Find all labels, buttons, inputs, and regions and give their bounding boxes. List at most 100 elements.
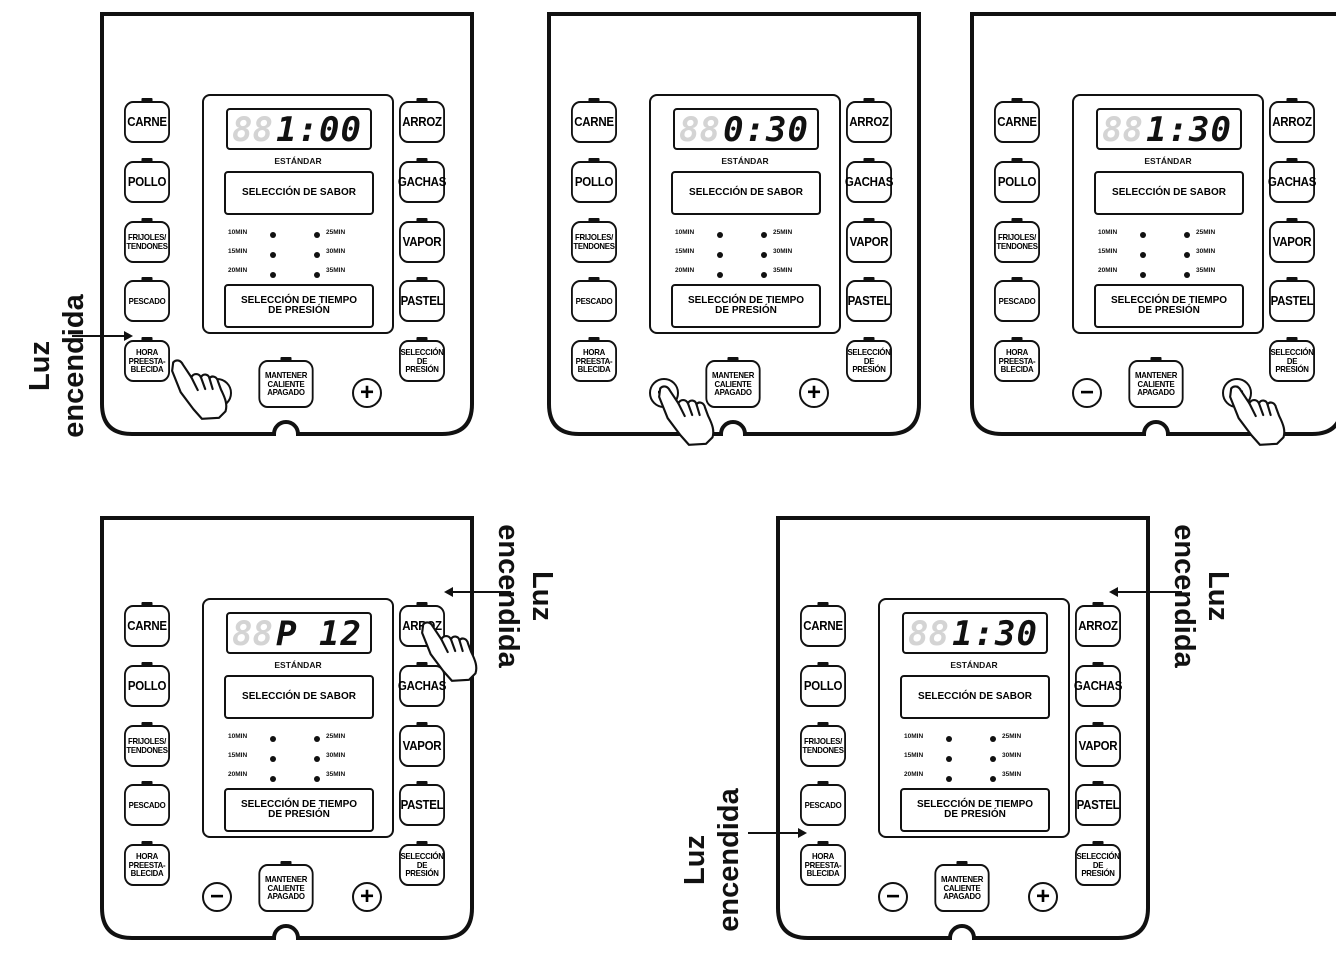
flavor-select-button[interactable]: SELECCIÓN DE SABOR [224, 675, 374, 719]
minute-indicator-dot [270, 252, 276, 258]
button-vapor[interactable]: VAPOR [1269, 218, 1315, 263]
plus-button[interactable]: + [352, 882, 382, 912]
button-pescado[interactable]: PESCADO [994, 277, 1040, 322]
button-seleccion[interactable]: SELECCIÓN DE PRESIÓN [399, 337, 445, 382]
button-pollo[interactable]: POLLO [800, 662, 846, 707]
button-vapor[interactable]: VAPOR [846, 218, 892, 263]
minute-label-left: 15MIN [675, 248, 695, 255]
button-hora[interactable]: HORA PREESTA- BLECIDA [571, 337, 617, 382]
pressure-time-select-button[interactable]: SELECCIÓN DE TIEMPO DE PRESIÓN [671, 284, 821, 328]
keep-warm-off-button[interactable]: MANTENER CALIENTE APAGADO [1128, 357, 1184, 408]
button-pastel[interactable]: PASTEL [399, 277, 445, 322]
callout-arrow [1109, 587, 1118, 597]
button-gachas[interactable]: GACHAS [845, 158, 893, 203]
button-pastel[interactable]: PASTEL [1075, 781, 1121, 826]
button-hora[interactable]: HORA PREESTA- BLECIDA [124, 337, 170, 382]
button-seleccion[interactable]: SELECCIÓN DE PRESIÓN [846, 337, 892, 382]
flavor-select-button[interactable]: SELECCIÓN DE SABOR [900, 675, 1050, 719]
button-gachas[interactable]: GACHAS [398, 662, 446, 707]
button-arroz[interactable]: ARROZ [846, 98, 892, 143]
button-pescado[interactable]: PESCADO [571, 277, 617, 322]
button-frijoles[interactable]: FRIJOLES/ TENDONES [994, 218, 1040, 263]
lcd-readout: 0:30 [723, 110, 809, 150]
button-pastel[interactable]: PASTEL [1269, 277, 1315, 322]
minute-label-right: 35MIN [773, 267, 793, 274]
plus-button[interactable]: + [352, 378, 382, 408]
minute-label-right: 35MIN [1196, 267, 1216, 274]
button-carne[interactable]: CARNE [124, 98, 170, 143]
minute-indicator-dot [1184, 232, 1190, 238]
button-seleccion[interactable]: SELECCIÓN DE PRESIÓN [1075, 841, 1121, 886]
minus-button[interactable]: − [878, 882, 908, 912]
plus-button[interactable]: + [799, 378, 829, 408]
standard-label: ESTÁNDAR [950, 660, 998, 670]
minute-label-left: 10MIN [904, 733, 924, 740]
button-hora[interactable]: HORA PREESTA- BLECIDA [124, 841, 170, 886]
button-frijoles[interactable]: FRIJOLES/ TENDONES [124, 218, 170, 263]
pressure-time-select-button[interactable]: SELECCIÓN DE TIEMPO DE PRESIÓN [224, 284, 374, 328]
button-seleccion[interactable]: SELECCIÓN DE PRESIÓN [1269, 337, 1315, 382]
button-carne[interactable]: CARNE [800, 602, 846, 647]
minute-label-left: 15MIN [228, 752, 248, 759]
button-pollo[interactable]: POLLO [994, 158, 1040, 203]
pressure-time-select-button[interactable]: SELECCIÓN DE TIEMPO DE PRESIÓN [900, 788, 1050, 832]
minute-label-left: 20MIN [228, 771, 248, 778]
pressure-time-select-button[interactable]: SELECCIÓN DE TIEMPO DE PRESIÓN [224, 788, 374, 832]
minute-indicator-dot [314, 252, 320, 258]
button-pastel[interactable]: PASTEL [399, 781, 445, 826]
flavor-select-button[interactable]: SELECCIÓN DE SABOR [224, 171, 374, 215]
pressure-time-select-button[interactable]: SELECCIÓN DE TIEMPO DE PRESIÓN [1094, 284, 1244, 328]
minute-label-right: 25MIN [1002, 733, 1022, 740]
minute-indicator-dot [270, 756, 276, 762]
button-frijoles[interactable]: FRIJOLES/ TENDONES [571, 218, 617, 263]
callout-line [748, 832, 800, 834]
button-pescado[interactable]: PESCADO [124, 277, 170, 322]
button-gachas[interactable]: GACHAS [1268, 158, 1316, 203]
keep-warm-off-button[interactable]: MANTENER CALIENTE APAGADO [258, 357, 314, 408]
button-arroz[interactable]: ARROZ [1269, 98, 1315, 143]
keep-warm-off-button[interactable]: MANTENER CALIENTE APAGADO [705, 357, 761, 408]
minute-label-right: 25MIN [1196, 229, 1216, 236]
button-arroz[interactable]: ARROZ [1075, 602, 1121, 647]
callout-arrow [124, 331, 133, 341]
minute-label-left: 10MIN [1098, 229, 1118, 236]
button-frijoles[interactable]: FRIJOLES/ TENDONES [800, 722, 846, 767]
plus-button[interactable]: + [1028, 882, 1058, 912]
button-carne[interactable]: CARNE [571, 98, 617, 143]
button-pollo[interactable]: POLLO [571, 158, 617, 203]
lcd-readout: 1:30 [952, 614, 1038, 654]
minute-indicator-dot [314, 776, 320, 782]
button-vapor[interactable]: VAPOR [1075, 722, 1121, 767]
button-hora[interactable]: HORA PREESTA- BLECIDA [994, 337, 1040, 382]
control-panel: CARNE POLLO FRIJOLES/ TENDONES PESCADO HORA … [776, 516, 1172, 946]
button-pescado[interactable]: PESCADO [800, 781, 846, 826]
minute-indicator-dot [314, 736, 320, 742]
minute-label-left: 20MIN [904, 771, 924, 778]
minute-label-left: 15MIN [1098, 248, 1118, 255]
button-gachas[interactable]: GACHAS [398, 158, 446, 203]
keep-warm-off-button[interactable]: MANTENER CALIENTE APAGADO [258, 861, 314, 912]
minute-indicator-dot [270, 776, 276, 782]
button-pescado[interactable]: PESCADO [124, 781, 170, 826]
button-vapor[interactable]: VAPOR [399, 722, 445, 767]
button-carne[interactable]: CARNE [994, 98, 1040, 143]
button-vapor[interactable]: VAPOR [399, 218, 445, 263]
button-hora[interactable]: HORA PREESTA- BLECIDA [800, 841, 846, 886]
button-pollo[interactable]: POLLO [124, 158, 170, 203]
button-pollo[interactable]: POLLO [124, 662, 170, 707]
button-gachas[interactable]: GACHAS [1074, 662, 1122, 707]
button-frijoles[interactable]: FRIJOLES/ TENDONES [124, 722, 170, 767]
pressing-hand-icon [658, 385, 715, 446]
minus-button[interactable]: − [202, 882, 232, 912]
button-arroz[interactable]: ARROZ [399, 98, 445, 143]
flavor-select-button[interactable]: SELECCIÓN DE SABOR [1094, 171, 1244, 215]
keep-warm-off-button[interactable]: MANTENER CALIENTE APAGADO [934, 861, 990, 912]
minus-button[interactable]: − [1072, 378, 1102, 408]
button-carne[interactable]: CARNE [124, 602, 170, 647]
flavor-select-button[interactable]: SELECCIÓN DE SABOR [671, 171, 821, 215]
minute-indicator-dot [946, 736, 952, 742]
button-seleccion[interactable]: SELECCIÓN DE PRESIÓN [399, 841, 445, 886]
button-pastel[interactable]: PASTEL [846, 277, 892, 322]
